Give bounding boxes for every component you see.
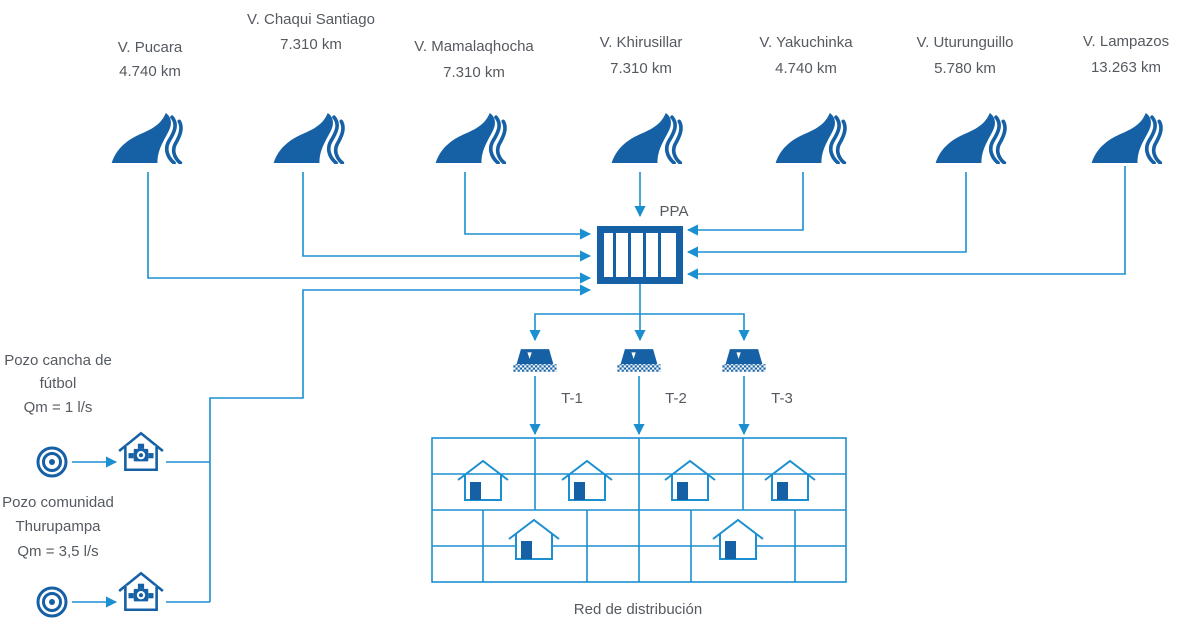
tank-label: T-1 <box>561 390 583 407</box>
river-spring-icon <box>271 112 345 164</box>
source-distance: 13.263 km <box>1091 59 1161 76</box>
river-spring-icon <box>933 112 1007 164</box>
source-name: V. Chaqui Santiago <box>247 11 375 28</box>
pipeline-yakuchinka <box>686 172 804 236</box>
pipeline-mamalaqhocha <box>464 172 592 240</box>
distribution-network <box>431 437 847 583</box>
treatment-plant-icon <box>597 226 683 284</box>
house-icon <box>561 460 613 501</box>
house-icon <box>457 460 509 501</box>
pipeline-to-t3 <box>640 313 750 342</box>
well-label-line: fútbol <box>40 375 77 392</box>
house-icon <box>764 460 816 501</box>
storage-tank-icon <box>722 349 766 372</box>
source-distance: 7.310 km <box>610 60 672 77</box>
source-distance: 7.310 km <box>443 64 505 81</box>
river-spring-icon <box>773 112 847 164</box>
well-label-line: Thurupampa <box>15 518 101 535</box>
tank-label: T-2 <box>665 390 687 407</box>
river-spring-icon <box>1089 112 1163 164</box>
storage-tank-icon <box>513 349 557 372</box>
pipeline-pucara <box>147 172 592 284</box>
source-name: V. Uturunguillo <box>916 34 1013 51</box>
pipeline-lampazos <box>686 166 1126 280</box>
river-spring-icon <box>609 112 683 164</box>
well-label-line: Pozo comunidad <box>2 494 114 511</box>
source-name: V. Lampazos <box>1083 33 1169 50</box>
source-distance: 4.740 km <box>775 60 837 77</box>
tank-label: T-3 <box>771 390 793 407</box>
source-distance: 7.310 km <box>280 36 342 53</box>
pipeline-to-t1 <box>529 313 640 342</box>
well-label-line: Qm = 3,5 l/s <box>17 543 98 560</box>
river-spring-icon <box>109 112 183 164</box>
pipeline-wells <box>209 284 592 602</box>
pipeline-chaqui-santiago <box>302 172 592 262</box>
plant-label: PPA <box>660 203 689 220</box>
source-name: V. Mamalaqhocha <box>414 38 534 55</box>
pipeline-uturunguillo <box>686 172 967 258</box>
pump-house-icon <box>117 571 165 612</box>
source-distance: 4.740 km <box>119 63 181 80</box>
river-spring-icon <box>433 112 507 164</box>
well-label-line: Pozo cancha de <box>4 352 112 369</box>
well-label-line: Qm = 1 l/s <box>24 399 93 416</box>
source-name: V. Pucara <box>118 39 183 56</box>
well-icon <box>36 446 68 478</box>
storage-tank-icon <box>617 349 661 372</box>
source-name: V. Yakuchinka <box>759 34 853 51</box>
house-icon <box>664 460 716 501</box>
source-name: V. Khirusillar <box>600 34 683 51</box>
network-label: Red de distribución <box>574 601 702 618</box>
pump-house-icon <box>117 431 165 472</box>
house-icon <box>712 519 764 560</box>
source-distance: 5.780 km <box>934 60 996 77</box>
well-icon <box>36 586 68 618</box>
house-icon <box>508 519 560 560</box>
